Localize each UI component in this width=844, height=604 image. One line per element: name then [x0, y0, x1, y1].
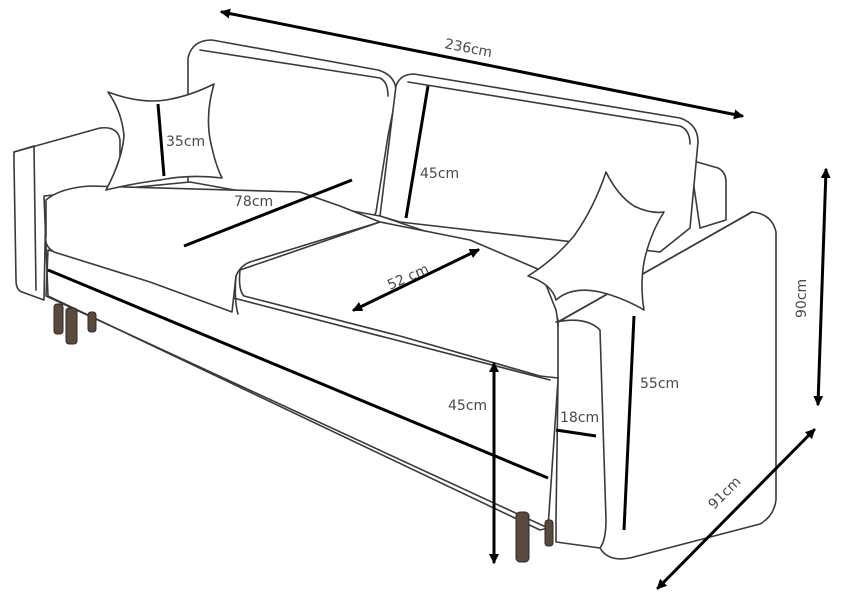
overall-height-arrow — [813, 168, 831, 406]
leg-left-front — [65, 307, 78, 345]
frame-bar-line — [47, 268, 549, 480]
dimension-lines — [47, 8, 831, 590]
sofa — [13, 39, 777, 563]
overall-width-arrow — [220, 8, 744, 120]
leg-right-mid — [544, 519, 554, 547]
armrest-height-label: 55cm — [640, 376, 679, 392]
overall-height-label: 90cm — [794, 279, 810, 318]
pillow-size-label: 35cm — [166, 134, 205, 150]
back-cushion-height-label: 45cm — [420, 166, 459, 182]
seat-height-label: 45cm — [448, 398, 487, 414]
right-back-shell — [689, 159, 727, 229]
armrest-height-line — [622, 315, 636, 531]
leg-left-back — [53, 303, 64, 335]
seat-width-line — [183, 178, 353, 248]
cushion-seam — [234, 275, 239, 315]
pillow-left — [105, 83, 223, 191]
seat-depth-arrow — [352, 248, 480, 312]
right-armrest-inner — [555, 319, 607, 549]
left-armrest-front — [13, 145, 37, 291]
seat-cushion-left — [44, 185, 381, 313]
leg-left-mid — [87, 311, 97, 333]
right-armrest-top — [557, 211, 753, 323]
pillow-size-line — [156, 103, 166, 177]
armrest-width-label: 18cm — [560, 410, 599, 426]
armrest-width-line — [555, 428, 597, 438]
left-armrest — [13, 126, 121, 301]
seat-width-label: 78cm — [234, 194, 273, 210]
leg-right-front — [515, 511, 530, 563]
back-cushion-right-inner — [407, 81, 691, 145]
back-cushion-height-line — [404, 85, 430, 219]
overall-depth-arrow — [656, 428, 816, 590]
pillow-right — [527, 171, 665, 311]
